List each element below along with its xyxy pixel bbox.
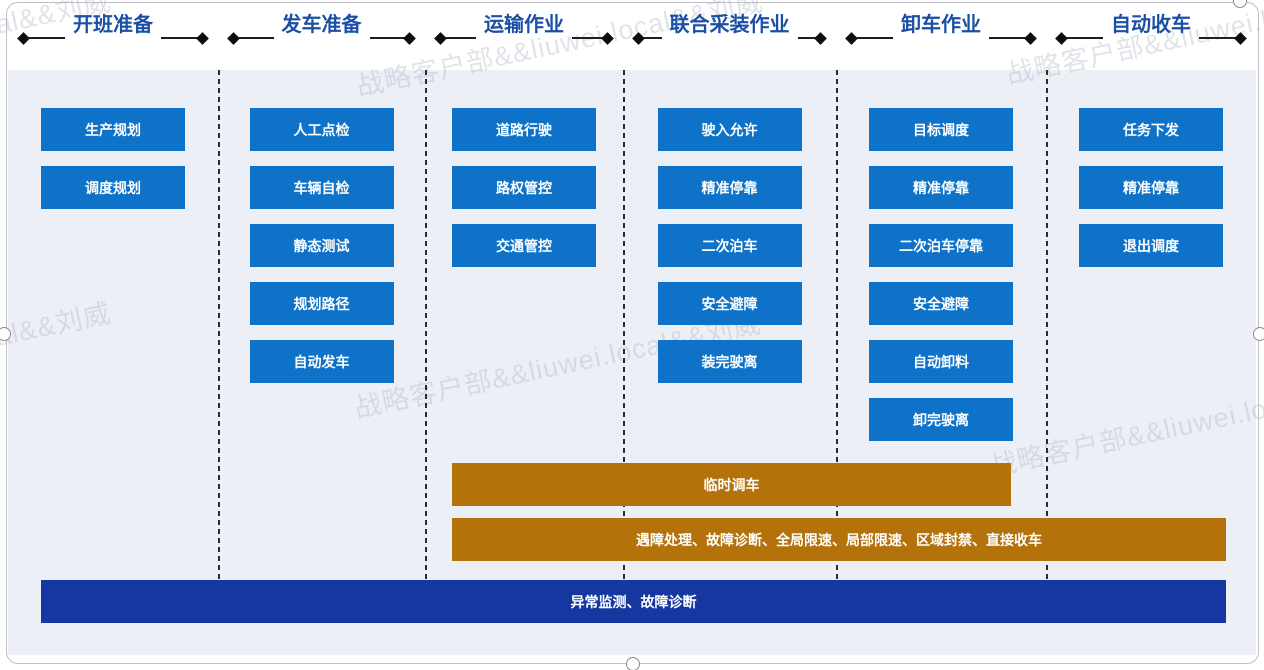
phase-column-joint-loading: 驶入允许 精准停靠 二次泊车 安全避障 装完驶离 [623,70,836,655]
phase-header-joint-loading: 联合采装作业 [623,0,836,45]
phase-title: 联合采装作业 [669,13,790,36]
column-divider [836,70,838,580]
phase-title: 开班准备 [73,13,153,36]
task-button[interactable]: 安全避障 [869,282,1013,325]
task-button[interactable]: 调度规划 [41,166,185,209]
task-button[interactable]: 人工点检 [249,108,394,151]
phase-line [445,37,476,39]
diamond-marker-icon [601,31,614,45]
phase-header-departure-prep: 发车准备 [218,0,425,45]
phase-line [238,37,274,39]
phase-header-transport: 运输作业 [425,0,623,45]
column-divider [425,70,427,580]
phase-column-transport: 道路行驶 路权管控 交通管控 [425,70,623,655]
column-divider [1046,70,1048,580]
selection-handle-left[interactable] [0,327,11,341]
phase-line [1066,37,1103,39]
phase-line [797,37,816,39]
phase-column-unloading: 目标调度 精准停靠 二次泊车停靠 安全避障 自动卸料 卸完驶离 [836,70,1046,655]
phase-line [856,37,893,39]
phase-title: 发车准备 [281,13,362,36]
phase-columns: 生产规划 调度规划 人工点检 车辆自检 静态测试 规划路径 自动发车 道路行驶 … [8,70,1256,655]
task-button[interactable]: 静态测试 [249,224,394,267]
task-button[interactable]: 二次泊车 [657,224,802,267]
diamond-marker-icon [814,31,827,45]
task-button[interactable]: 车辆自检 [249,166,394,209]
task-button[interactable]: 自动发车 [249,340,394,383]
exception-handling-bar[interactable]: 遇障处理、故障诊断、全局限速、局部限速、区域封禁、直接收车 [452,518,1226,561]
diamond-marker-icon [196,31,209,45]
phase-title: 运输作业 [484,13,564,36]
phase-header-shift-prep: 开班准备 [8,0,218,45]
diamond-marker-icon [1024,31,1037,45]
phase-column-shift-prep: 生产规划 调度规划 [8,70,218,655]
task-button[interactable]: 二次泊车停靠 [869,224,1013,267]
task-button[interactable]: 路权管控 [452,166,596,209]
diamond-marker-icon [403,31,416,45]
diamond-marker-icon [1234,31,1247,45]
task-button[interactable]: 精准停靠 [657,166,802,209]
task-button[interactable]: 安全避障 [657,282,802,325]
phase-title: 卸车作业 [901,13,981,36]
task-button[interactable]: 精准停靠 [869,166,1013,209]
phase-line [161,37,198,39]
task-button[interactable]: 道路行驶 [452,108,596,151]
task-button[interactable]: 任务下发 [1079,108,1223,151]
task-button[interactable]: 精准停靠 [1079,166,1223,209]
task-button[interactable]: 交通管控 [452,224,596,267]
phase-header-unloading: 卸车作业 [836,0,1046,45]
task-button[interactable]: 目标调度 [869,108,1013,151]
phase-header-row: 开班准备 发车准备 运输作业 联合采装作业 卸车 [8,0,1256,45]
temp-dispatch-bar[interactable]: 临时调车 [452,463,1011,506]
column-divider [623,70,625,580]
phase-line [369,37,405,39]
phase-title: 自动收车 [1111,13,1191,36]
task-button[interactable]: 驶入允许 [657,108,802,151]
phase-line [989,37,1026,39]
task-button[interactable]: 自动卸料 [869,340,1013,383]
column-divider [218,70,220,580]
phase-column-departure-prep: 人工点检 车辆自检 静态测试 规划路径 自动发车 [218,70,425,655]
task-button[interactable]: 装完驶离 [657,340,802,383]
monitoring-bar[interactable]: 异常监测、故障诊断 [41,580,1226,623]
phase-line [643,37,662,39]
phase-column-auto-return: 任务下发 精准停靠 退出调度 [1046,70,1256,655]
task-button[interactable]: 规划路径 [249,282,394,325]
task-button[interactable]: 生产规划 [41,108,185,151]
selection-handle-right[interactable] [1253,327,1264,341]
phase-line [572,37,603,39]
phase-header-auto-return: 自动收车 [1046,0,1256,45]
selection-handle-bottom[interactable] [626,657,640,670]
phase-line [1199,37,1236,39]
phase-line [28,37,65,39]
task-button[interactable]: 退出调度 [1079,224,1223,267]
task-button[interactable]: 卸完驶离 [869,398,1013,441]
